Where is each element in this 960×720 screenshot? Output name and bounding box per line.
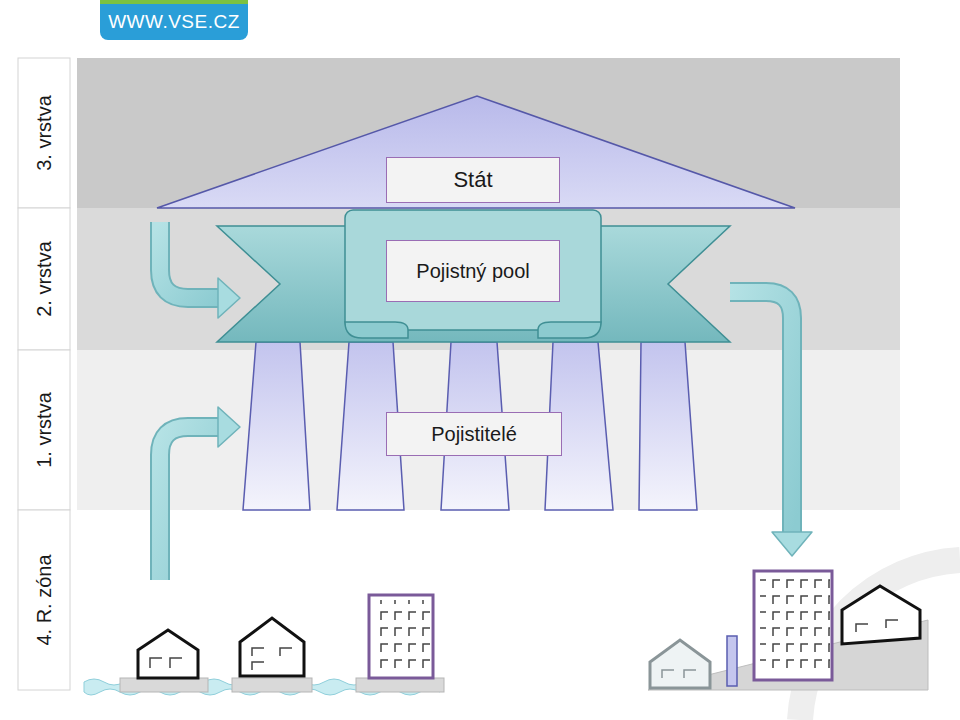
label-text: Stát [453,167,492,192]
text-box: Pojistný pool [386,240,560,302]
text-box: Stát [386,157,560,203]
layer-label: 1. vrstva [19,350,69,510]
flooded-buildings [84,595,444,695]
layer-column [18,58,70,690]
roof-triangle [157,96,795,208]
label-text: Pojistný pool [416,260,529,283]
layer-label: 4. R. zóna [19,510,69,690]
label-text: 1. vrstva [33,392,56,468]
layer-label: 2. vrstva [19,208,69,350]
label-text: WWW.VSE.CZ [108,11,240,33]
text-box: Pojistitelé [386,412,562,456]
safe-buildings [648,571,928,690]
label-text: 3. vrstva [33,95,56,171]
label-text: 2. vrstva [33,241,56,317]
label-text: Pojistitelé [431,423,517,446]
flow-arrows [160,222,812,580]
pool-banner [217,210,730,342]
logo-tab [100,0,248,40]
pillars [243,342,697,510]
layer-label: 3. vrstva [19,58,69,208]
label-text: 4. R. zóna [33,554,56,645]
logo-label: WWW.VSE.CZ [100,4,248,40]
